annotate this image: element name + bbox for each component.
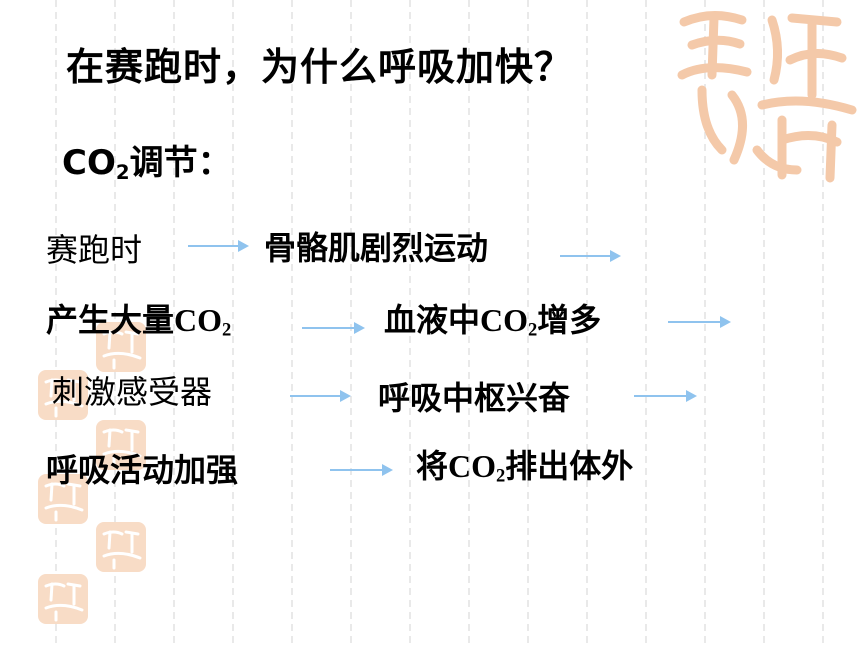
right-arrow-icon <box>302 322 365 334</box>
right-arrow-icon <box>188 240 249 252</box>
step-text-part: 将 <box>416 447 449 485</box>
section-heading-suffix: 调节： <box>129 143 232 183</box>
right-arrow-icon <box>290 390 351 402</box>
seal-watermark-icon <box>38 370 88 420</box>
step-text: 呼吸中枢兴奋 <box>378 379 571 417</box>
co2-label: CO <box>448 448 497 484</box>
seal-watermark-icon <box>96 322 146 372</box>
step-text: 赛跑时 <box>46 231 143 269</box>
right-arrow-icon <box>634 390 697 402</box>
step-text: 将CO2排出体外 <box>416 447 634 485</box>
step-text-part: 产生大量 <box>46 301 175 339</box>
subscript: 2 <box>528 319 538 341</box>
step-text-part: 血液中 <box>384 301 481 339</box>
step-text-part: 排出体外 <box>505 447 634 485</box>
step-text: 血液中CO2增多 <box>384 301 602 339</box>
step-text-part: 增多 <box>537 301 602 339</box>
step-text: 骨骼肌剧烈运动 <box>264 229 489 267</box>
right-arrow-icon <box>560 250 621 262</box>
subscript: 2 <box>115 160 130 184</box>
seal-watermark-icon <box>38 574 88 624</box>
step-text: 呼吸活动加强 <box>46 451 239 489</box>
seal-watermark-icon <box>38 474 88 524</box>
seal-watermark-icon <box>677 11 857 183</box>
step-text: 产生大量CO2 <box>46 301 231 339</box>
right-arrow-icon <box>330 464 393 476</box>
seal-watermark-icon <box>96 522 146 572</box>
subscript: 2 <box>496 465 506 487</box>
subscript: 2 <box>222 319 232 341</box>
co2-label: CO <box>480 302 529 338</box>
step-text: 刺激感受器 <box>52 373 213 411</box>
co2-label: CO <box>174 302 223 338</box>
page-title: 在赛跑时，为什么呼吸加快？ <box>66 45 574 89</box>
section-heading: CO2调节： <box>62 143 232 183</box>
seal-watermark-icon <box>96 420 146 470</box>
co2-label: CO <box>62 143 116 183</box>
right-arrow-icon <box>668 316 731 328</box>
